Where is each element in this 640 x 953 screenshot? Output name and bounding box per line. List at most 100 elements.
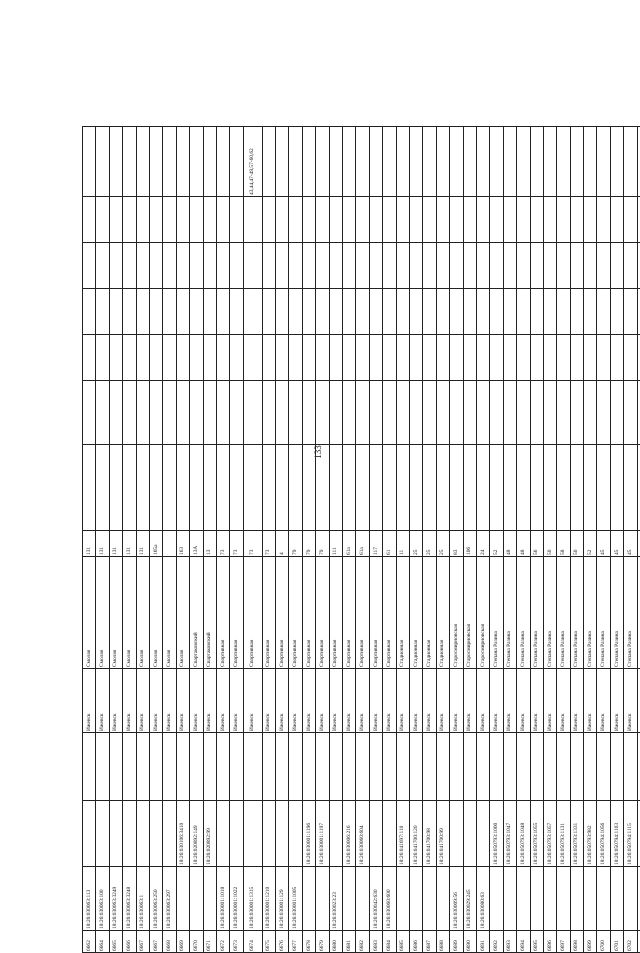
cell-c1 [436,867,449,931]
cell-c2: 18:26:050794:1056 [597,801,610,867]
cell-c4: Спортивная [356,557,369,669]
cell-n: 6682 [356,931,369,953]
cell-c1: 18:26:030042:630 [369,867,382,931]
cell-n: 6667 [149,931,162,953]
cell-c6 [216,127,229,197]
empty-cell [584,381,597,445]
cell-c1: 18:26:030029:245 [463,867,476,931]
empty-cell [230,381,243,445]
empty-cell [423,733,436,801]
empty-cell [610,243,623,289]
empty-cell [450,733,463,801]
empty-cell [302,197,315,243]
empty-cell [369,733,382,801]
empty-cell [316,197,329,243]
empty-cell [190,243,203,289]
empty-cell [343,243,356,289]
cell-c4: Спортивная [216,557,229,669]
empty-cell [190,381,203,445]
cell-c2 [96,801,109,867]
empty-cell [436,445,449,531]
cell-n: 6678 [302,931,315,953]
empty-cell [517,335,530,381]
cell-c6 [383,127,396,197]
cell-c6 [109,127,122,197]
empty-cell [163,197,176,243]
cell-c3: Ижевск [450,669,463,733]
empty-cell [530,197,543,243]
empty-cell [96,289,109,335]
empty-cell [276,243,289,289]
cell-c4: Спортивная [343,557,356,669]
cell-c3: Ижевск [490,669,503,733]
empty-cell [503,243,516,289]
cell-c1: 18:26:030063:250 [149,867,162,931]
empty-cell [302,445,315,531]
empty-cell [203,197,216,243]
empty-cell [624,445,637,531]
empty-cell [316,381,329,445]
cell-c3: Ижевск [396,669,409,733]
empty-cell [557,289,570,335]
cell-c5: 73 [243,531,262,557]
cell-c5: 24 [476,531,489,557]
empty-cell [163,335,176,381]
cell-c3: Ижевск [463,669,476,733]
empty-cell [276,733,289,801]
empty-cell [243,243,262,289]
cell-c1: 18:26:030063:1 [136,867,149,931]
cell-c4: Спортивная [316,557,329,669]
cell-n: 6669 [176,931,189,953]
cell-c2: 18:26:050793:1048 [517,801,530,867]
cell-c3: Ижевск [557,669,570,733]
empty-cell [409,289,422,335]
cell-c4: Степана Разина [624,557,637,669]
cell-c6: 43,44,47-49,57-60,62 [243,127,262,197]
cell-c2 [136,801,149,867]
cell-c3: Ижевск [136,669,149,733]
cell-c2: 18:26:050793:1055 [530,801,543,867]
cell-c5: 4 [276,531,289,557]
cell-c2: 18:26:041697:110 [396,801,409,867]
empty-cell [190,335,203,381]
empty-cell [203,381,216,445]
cell-c4: Смоляя [176,557,189,669]
empty-cell [490,445,503,531]
empty-cell [243,381,262,445]
empty-cell [436,197,449,243]
empty-cell [557,445,570,531]
empty-cell [450,381,463,445]
cell-c2: 18:26:050794:1115 [624,801,637,867]
cell-c3: Ижевск [96,669,109,733]
cell-c6 [149,127,162,197]
cell-n: 6695 [530,931,543,953]
empty-cell [517,733,530,801]
cell-c1: 18:26:030063:100 [96,867,109,931]
empty-cell [543,381,556,445]
empty-cell [203,289,216,335]
empty-cell [503,445,516,531]
cell-c6 [624,127,637,197]
empty-cell [530,733,543,801]
empty-cell [423,243,436,289]
empty-cell [96,445,109,531]
cell-n: 6671 [203,931,216,953]
empty-cell [302,381,315,445]
cell-n: 6666 [123,931,136,953]
empty-cell [383,445,396,531]
empty-cell [203,243,216,289]
cell-c4: Степана Разина [543,557,556,669]
empty-cell [503,733,516,801]
empty-cell [543,197,556,243]
empty-cell [262,733,275,801]
empty-cell [543,733,556,801]
cell-c1 [557,867,570,931]
empty-cell [490,289,503,335]
cell-n: 6689 [450,931,463,953]
empty-cell [450,335,463,381]
